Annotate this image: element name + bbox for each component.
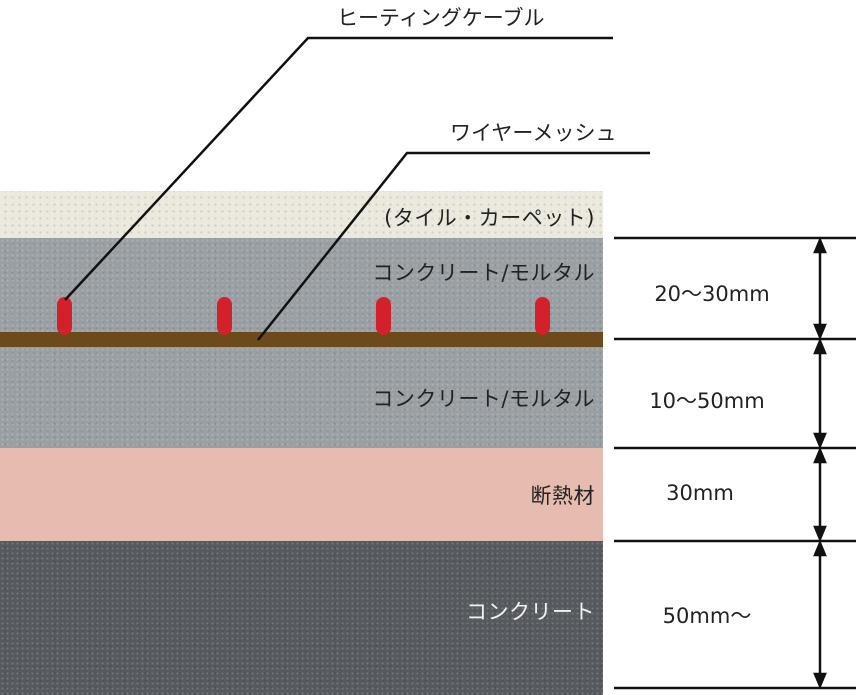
heating-cable-1 (57, 297, 72, 335)
wire-mesh-callout: ワイヤーメッシュ (450, 121, 617, 145)
wire-mesh-layer (0, 332, 603, 347)
dimension-label-4: 50mm〜 (662, 604, 752, 628)
heating-cable-4 (535, 297, 550, 335)
dimension-label-1: 20〜30mm (654, 282, 770, 306)
heating-cable-3 (376, 297, 391, 335)
concrete-mortar-lower-layer: コンクリート/モルタル (0, 347, 603, 448)
concrete-base-label: コンクリート (466, 600, 595, 624)
dimension-ticks (614, 236, 856, 690)
tile-carpet-layer: (タイル・カーペット) (0, 191, 603, 238)
concrete-base-layer: コンクリート (0, 541, 603, 695)
wire-mesh-leader-line (257, 151, 650, 341)
dimension-label-3: 30mm (666, 481, 734, 505)
concrete-mortar-lower-label: コンクリート/モルタル (372, 387, 595, 411)
insulation-layer: 断熱材 (0, 448, 603, 541)
dimension-label-2: 10〜50mm (649, 389, 765, 413)
tile-carpet-label: (タイル・カーペット) (384, 206, 595, 230)
insulation-label: 断熱材 (530, 484, 595, 508)
heating-cable-2 (217, 297, 232, 335)
dimension-arrows (813, 236, 827, 690)
concrete-mortar-upper-label: コンクリート/モルタル (372, 261, 595, 285)
heating-cable-leader-line (64, 36, 613, 301)
heating-cable-callout: ヒーティングケーブル (337, 6, 545, 30)
